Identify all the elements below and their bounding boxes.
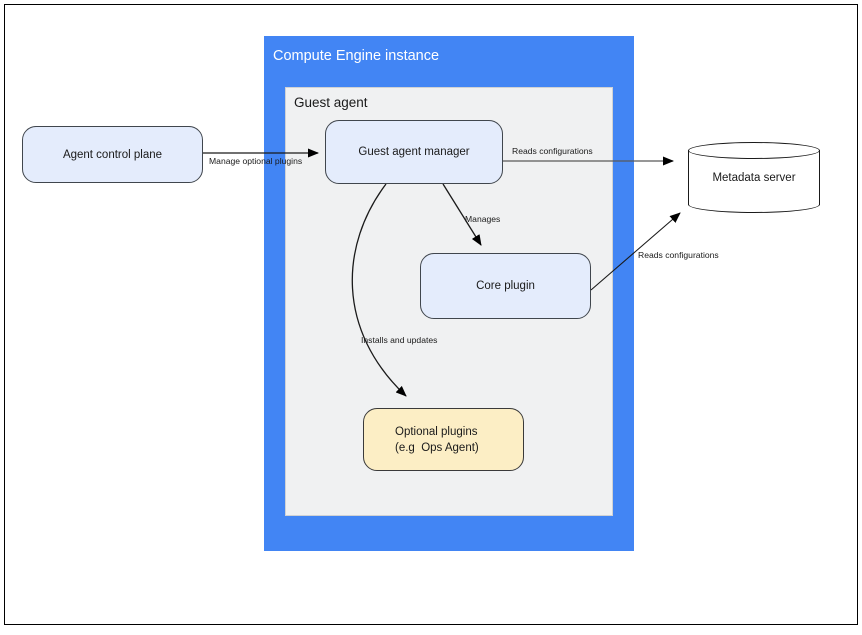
node-agent-control-plane[interactable]: Agent control plane <box>22 126 203 183</box>
node-optional-plugins-label-line2: (e.g Ops Agent) <box>395 441 479 454</box>
guest-agent-label: Guest agent <box>294 95 368 110</box>
node-guest-agent-manager-label: Guest agent manager <box>358 146 470 158</box>
edge-label-reads-configurations-core: Reads configurations <box>638 250 719 260</box>
node-agent-control-plane-label: Agent control plane <box>62 148 163 161</box>
node-optional-plugins-label-line1: Optional plugins <box>395 425 478 438</box>
page-border <box>4 4 858 625</box>
node-core-plugin-label: Core plugin <box>476 280 535 292</box>
node-metadata-server[interactable]: Metadata server <box>688 142 820 213</box>
cylinder-body <box>688 150 820 205</box>
node-metadata-server-label: Metadata server <box>712 171 796 184</box>
node-core-plugin[interactable]: Core plugin <box>420 253 591 319</box>
edge-label-reads-configurations-manager: Reads configurations <box>512 146 593 156</box>
compute-engine-instance-label: Compute Engine instance <box>273 48 440 64</box>
node-guest-agent-manager[interactable]: Guest agent manager <box>325 120 503 184</box>
cylinder-top-ellipse <box>688 142 820 159</box>
node-optional-plugins[interactable]: Optional plugins (e.g Ops Agent) <box>363 408 524 471</box>
edge-label-installs-and-updates: Installs and updates <box>361 335 438 345</box>
edge-label-manages: Manages <box>465 214 501 224</box>
edge-label-manage-optional-plugins: Manage optional plugins <box>209 156 303 166</box>
